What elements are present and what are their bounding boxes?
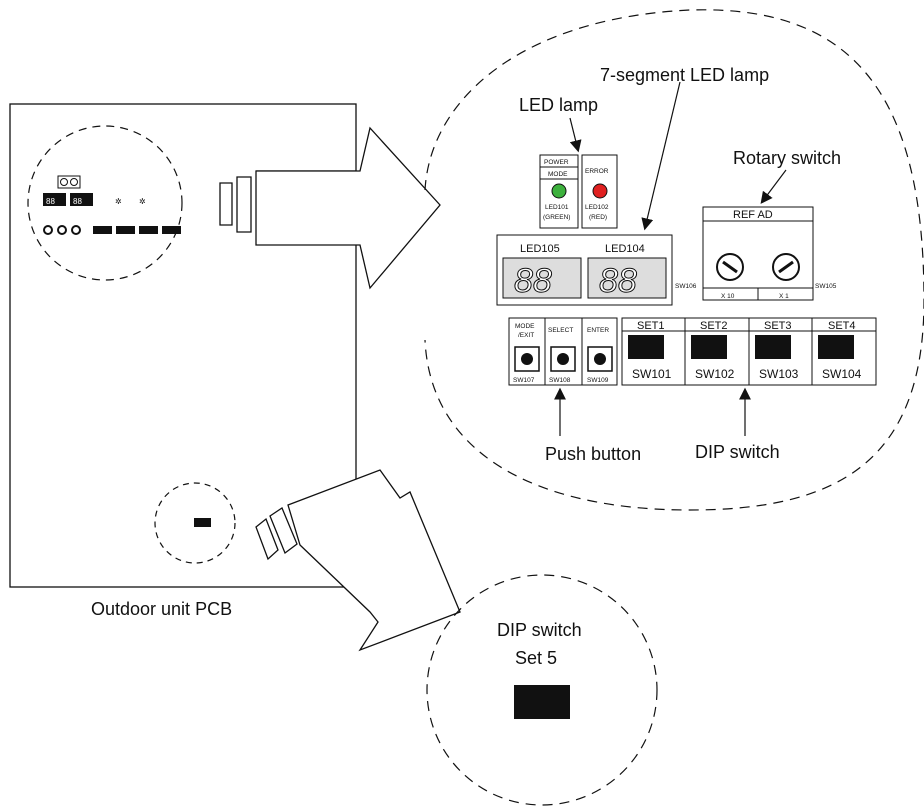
set1-label: SET1 [637, 320, 665, 332]
dip5-mini [194, 518, 211, 527]
sw109-label: SW109 [587, 377, 609, 384]
sw102-label: SW102 [695, 367, 735, 381]
upper-arrow [219, 126, 441, 290]
btn-mode-label: MODE [515, 323, 535, 330]
x10-label: X 10 [721, 293, 735, 300]
set2-label: SET2 [700, 320, 728, 332]
led102-label: LED102 [585, 204, 609, 211]
sw104-label: SW104 [822, 367, 862, 381]
svg-text:✲: ✲ [139, 197, 146, 206]
svg-text:88: 88 [46, 197, 55, 206]
led105-label: LED105 [520, 243, 560, 255]
seven-segment-block [496, 234, 673, 306]
pcb-board [9, 103, 357, 588]
set3-label: SET3 [764, 320, 792, 332]
led-lamp-callout: LED lamp [519, 95, 598, 115]
svg-text:88: 88 [73, 197, 82, 206]
zoom-circle-lower [154, 482, 236, 564]
sw101-label: SW101 [632, 367, 672, 381]
push-button-callout: Push button [545, 444, 641, 464]
rotary-header: REF AD [733, 209, 773, 221]
dip-block [621, 317, 877, 386]
btn-enter-label: ENTER [587, 327, 609, 334]
seg-right-digits: 88 [599, 262, 637, 300]
pcb-mini-components: 88 88 ✲ ✲ [43, 175, 181, 235]
lower-arrow [255, 469, 461, 652]
dip5-switch [514, 685, 570, 719]
sw107-label: SW107 [513, 377, 535, 384]
set4-label: SET4 [828, 320, 856, 332]
rotary-callout: Rotary switch [733, 148, 841, 168]
power-label: POWER [544, 159, 569, 166]
sw103-label: SW103 [759, 367, 799, 381]
green-label: (GREEN) [543, 214, 570, 221]
mode-label: MODE [548, 171, 568, 178]
pcb-label: Outdoor unit PCB [91, 599, 232, 619]
seven-segment-callout: 7-segment LED lamp [600, 65, 769, 85]
dip5-title: DIP switch [497, 620, 582, 640]
svg-text:✲: ✲ [115, 197, 122, 206]
btn-select-label: SELECT [548, 327, 573, 334]
dip-switch-callout: DIP switch [695, 442, 780, 462]
zoom-circle-dip5 [426, 574, 658, 806]
rotary-block [702, 206, 814, 301]
led104-label: LED104 [605, 243, 645, 255]
zoom-circle-upper [27, 125, 183, 281]
led101-label: LED101 [545, 204, 569, 211]
sw108-label: SW108 [549, 377, 571, 384]
sw105-label: SW105 [815, 283, 837, 290]
push-button-block [508, 317, 618, 386]
x1-label: X 1 [779, 293, 789, 300]
seg-left-digits: 88 [514, 262, 552, 300]
error-label: ERROR [585, 168, 609, 175]
led-red [592, 183, 608, 199]
led-lamp-block [539, 154, 618, 229]
led-green [551, 183, 567, 199]
red-label: (RED) [589, 214, 607, 221]
sw106-label: SW106 [675, 283, 697, 290]
btn-mode-label2: /EXIT [518, 332, 534, 339]
dip5-sub: Set 5 [515, 648, 557, 668]
